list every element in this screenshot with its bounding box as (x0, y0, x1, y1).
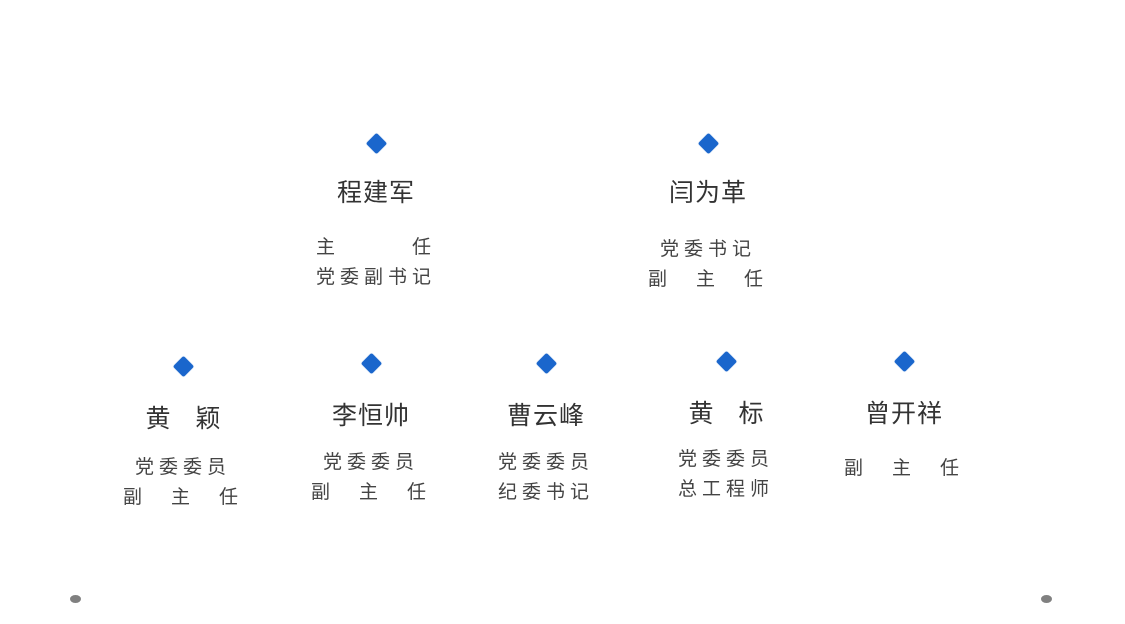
leader-card: 程建军 主 任 党委副书记 (276, 132, 476, 292)
diamond-bullet-icon (365, 132, 387, 155)
member-card: 李恒帅 党委委员 副 主 任 (271, 352, 471, 507)
person-titles: 党委委员 总工程师 (626, 444, 826, 504)
person-name: 黄 标 (688, 399, 764, 428)
person-title: 党委委员 (497, 451, 594, 473)
person-title: 党委委员 (322, 451, 419, 473)
person-name: 李恒帅 (331, 401, 410, 430)
diamond-bullet-icon (893, 350, 915, 373)
decorative-dot (1041, 595, 1052, 603)
diamond-bullet-icon (697, 132, 719, 155)
member-card: 黄 标 党委委员 总工程师 (626, 350, 826, 504)
person-titles: 党委委员 纪委书记 (446, 447, 646, 507)
person-name: 黄 颖 (145, 404, 221, 433)
person-title: 副 主 任 (310, 481, 431, 503)
person-title: 纪委书记 (497, 481, 594, 503)
person-title: 副 主 任 (843, 457, 964, 479)
person-name: 曹云峰 (506, 401, 585, 430)
member-card: 黄 颖 党委委员 副 主 任 (83, 355, 283, 512)
person-title: 总工程师 (677, 478, 774, 500)
person-name: 程建军 (336, 178, 415, 207)
diamond-bullet-icon (172, 355, 194, 378)
person-title: 党委副书记 (315, 266, 436, 288)
person-titles: 党委委员 副 主 任 (271, 447, 471, 507)
person-title: 党委书记 (659, 238, 756, 260)
person-titles: 党委书记 副 主 任 (608, 234, 808, 294)
decorative-dot (70, 595, 81, 603)
person-titles: 主 任 党委副书记 (276, 232, 476, 292)
diamond-bullet-icon (360, 352, 382, 375)
person-titles: 副 主 任 (804, 453, 1004, 483)
person-name: 曾开祥 (864, 399, 943, 428)
member-card: 曹云峰 党委委员 纪委书记 (446, 352, 646, 507)
leader-card: 闫为革 党委书记 副 主 任 (608, 132, 808, 294)
person-title: 党委委员 (134, 456, 231, 478)
person-titles: 党委委员 副 主 任 (83, 452, 283, 512)
person-title: 副 主 任 (647, 268, 768, 290)
person-name: 闫为革 (668, 178, 747, 207)
person-title: 党委委员 (677, 448, 774, 470)
member-card: 曾开祥 副 主 任 (804, 350, 1004, 483)
person-title: 副 主 任 (122, 486, 243, 508)
diamond-bullet-icon (535, 352, 557, 375)
person-title: 主 任 (315, 236, 436, 258)
diamond-bullet-icon (715, 350, 737, 373)
